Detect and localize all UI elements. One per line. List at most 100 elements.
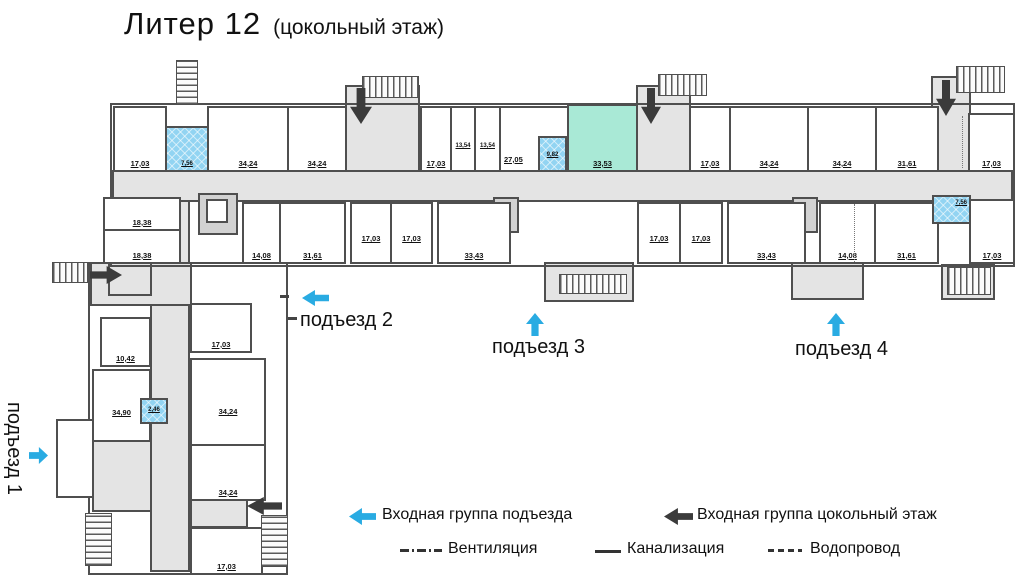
room-area-label: 31,61: [303, 250, 322, 260]
stairs: [52, 262, 88, 283]
elevator-box: [206, 199, 228, 223]
room: 18,38: [103, 197, 181, 231]
room-area-label: 34,24: [759, 158, 779, 168]
wet-room: 7,56: [932, 195, 971, 224]
room-area-label: 17,03: [691, 233, 711, 243]
room-area-label: 18,38: [132, 217, 152, 227]
room: 17,03: [420, 106, 452, 172]
room-area-label: 33,43: [464, 250, 484, 260]
room-area-label: 14,08: [252, 250, 271, 260]
legend-basement-entry-label: Входная группа цокольный этаж: [697, 506, 937, 523]
legend-porch-entry-label: Входная группа подъезда: [382, 506, 573, 523]
room: 31,61: [874, 202, 939, 264]
porch-entry-arrow-icon: [526, 313, 544, 336]
room-area-label: 7,56: [955, 200, 967, 206]
entrance-3-label: подъезд 3: [492, 336, 586, 358]
room: 17,03: [969, 199, 1015, 264]
room-area-label: 17,03: [130, 158, 150, 168]
room: 34,24: [190, 444, 266, 501]
room-area-label: 17,03: [402, 233, 421, 243]
wet-room: 7,56: [165, 126, 209, 172]
legend-basement-arrow-icon: [664, 508, 693, 525]
room-area-label: 17,03: [217, 561, 236, 571]
room: 34,90: [92, 369, 151, 442]
room: 34,24: [807, 106, 877, 172]
entrance-1-label: подъезд 1: [3, 402, 25, 496]
room-area-label: 34,24: [218, 406, 238, 416]
entrance-4-vestibule: [791, 262, 864, 300]
room: 13,54: [474, 106, 501, 172]
stairs: [85, 513, 112, 566]
room: 17,03: [637, 202, 681, 264]
room-area-label: 14,08: [838, 250, 857, 260]
room: 33,43: [727, 202, 806, 264]
room-area-label: 17,03: [700, 158, 720, 168]
room: 34,24: [190, 358, 266, 446]
room: 31,61: [279, 202, 346, 264]
stairs: [947, 267, 991, 295]
room: 17,03: [190, 303, 252, 353]
ventilation-tick: [288, 317, 297, 320]
room: 17,03: [113, 106, 167, 172]
room-area-label: 17,03: [982, 250, 1002, 260]
plan-title: Литер 12 (цокольный этаж): [124, 6, 444, 42]
plan-title-main: Литер 12: [124, 6, 262, 41]
room-area-label: 17,03: [211, 339, 231, 349]
entrance-2-label: подъезд 2: [300, 309, 394, 331]
room: 17,03: [689, 106, 731, 172]
room-area-label: 17,03: [361, 233, 381, 243]
room-area-label: 34,24: [832, 158, 852, 168]
room-area-label: 34,24: [218, 487, 238, 497]
stairs: [956, 66, 1005, 93]
room-area-label: 31,61: [897, 250, 916, 260]
plan-title-sub: (цокольный этаж): [273, 16, 445, 39]
room: 34,24: [207, 106, 289, 172]
room-area-label: 27,05: [504, 154, 523, 164]
room-area-label: 10,42: [116, 353, 135, 363]
room: 17,03: [350, 202, 392, 264]
room-area-label: 9,82: [546, 152, 559, 158]
legend-sewer-label: Канализация: [627, 540, 725, 557]
room: 17,03: [679, 202, 723, 264]
legend-ventilation-line-icon: [400, 549, 442, 552]
entrance-1-porch: [56, 419, 94, 498]
room: 10,42: [100, 317, 151, 367]
porch-entry-arrow-icon: [827, 313, 845, 336]
room-area-label: 17,03: [649, 233, 669, 243]
room: 17,03: [390, 202, 433, 264]
legend-sewer-line-icon: [595, 550, 621, 553]
room-area-label: 17,03: [426, 158, 446, 168]
water-line: [962, 116, 965, 168]
stairs: [261, 515, 288, 567]
room-area-label: 17,03: [982, 158, 1001, 168]
stairs: [559, 274, 627, 294]
room: 14,08: [242, 202, 281, 264]
room-area-label: 2,46: [148, 407, 160, 413]
room: 31,61: [875, 106, 939, 172]
room: 18,38: [103, 229, 181, 264]
stairs: [658, 74, 707, 96]
stairs: [362, 76, 419, 98]
entrance-4-label: подъезд 4: [795, 338, 889, 360]
room-area-label: 34,24: [307, 158, 327, 168]
porch-entry-arrow-icon: [29, 447, 48, 464]
wet-room: 2,46: [140, 398, 168, 424]
room-area-label: 31,61: [897, 158, 917, 168]
porch-entry-arrow-icon: [302, 290, 329, 306]
ventilation-tick: [280, 295, 289, 298]
room: 33,43: [437, 202, 511, 264]
room-area-label: 33,43: [757, 250, 776, 260]
top-wing-outline: [110, 103, 1015, 267]
room: 17,03: [190, 527, 263, 575]
wet-room: 9,82: [538, 136, 567, 172]
room-area-label: 34,90: [112, 408, 131, 418]
highlight-room: 33,53: [567, 104, 638, 172]
room: 13,54: [450, 106, 476, 172]
room-area-label: 18,38: [132, 250, 152, 260]
legend-water-line-icon: [768, 549, 802, 552]
bottom-wing-outline: [88, 262, 288, 575]
room: 34,24: [287, 106, 347, 172]
room: 14,08: [819, 202, 876, 264]
room-area-label: 33,53: [593, 158, 612, 168]
room-area-label: 34,24: [238, 158, 258, 168]
